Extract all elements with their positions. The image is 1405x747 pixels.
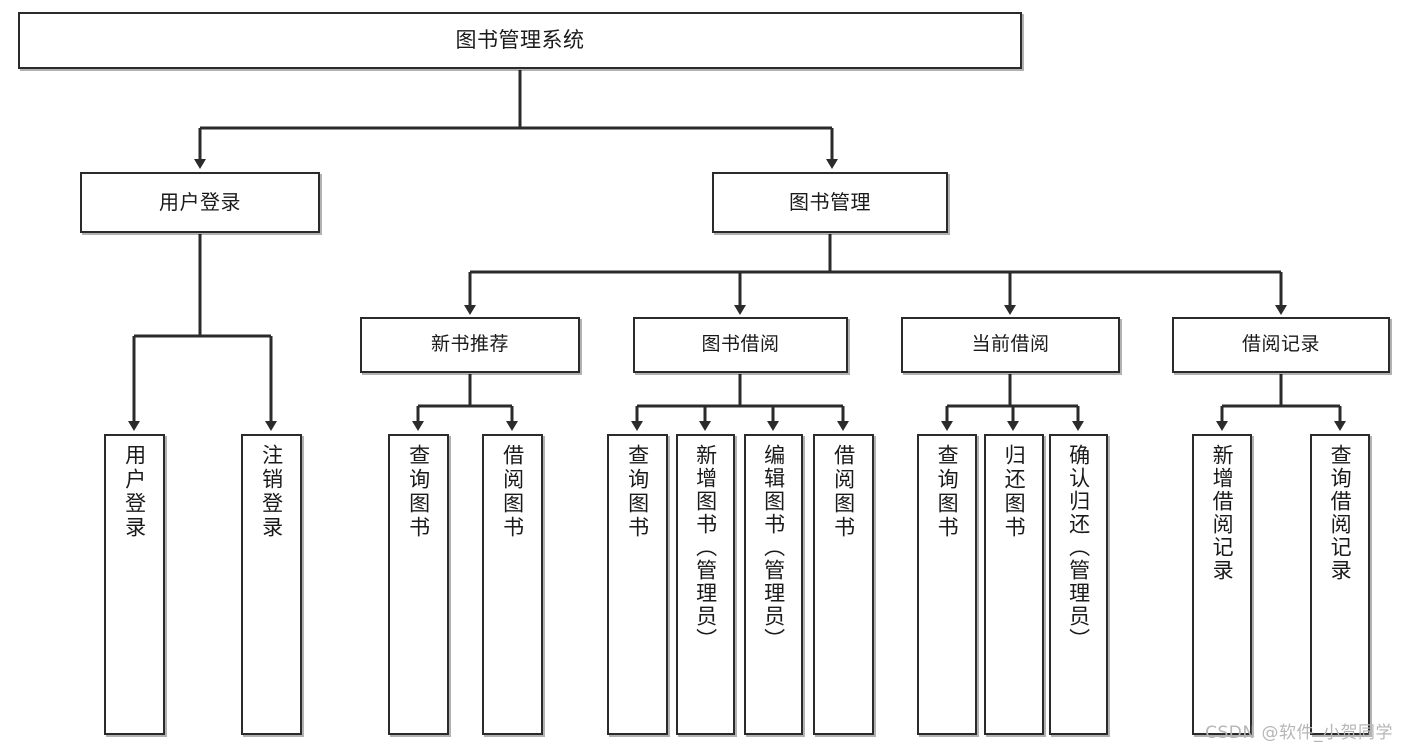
- node-label: 编辑图书（管理员）: [761, 444, 786, 651]
- node-label: 查询借阅记录: [1328, 444, 1353, 582]
- leaf-return-book[interactable]: 归还图书: [984, 434, 1044, 735]
- leaf-query-book-borrow[interactable]: 查询图书: [607, 434, 668, 735]
- leaf-query-borrow-record[interactable]: 查询借阅记录: [1310, 434, 1370, 735]
- node-label: 用户登录: [122, 444, 147, 540]
- leaf-query-book-current[interactable]: 查询图书: [917, 434, 977, 735]
- node-label: 图书管理: [789, 190, 871, 215]
- node-label: 用户登录: [159, 190, 241, 215]
- node-label: 当前借阅: [971, 333, 1050, 356]
- node-user-login[interactable]: 用户登录: [80, 172, 320, 233]
- leaf-query-book-recommend[interactable]: 查询图书: [388, 434, 449, 735]
- node-label: 借阅图书: [831, 444, 856, 540]
- node-book-borrow[interactable]: 图书借阅: [633, 317, 848, 373]
- node-label: 借阅记录: [1241, 333, 1320, 356]
- watermark-text: CSDN @软件_小贺同学: [1205, 723, 1393, 743]
- leaf-edit-book-admin[interactable]: 编辑图书（管理员）: [744, 434, 803, 735]
- node-book-management[interactable]: 图书管理: [712, 172, 948, 233]
- node-borrow-record[interactable]: 借阅记录: [1172, 317, 1390, 373]
- leaf-user-logout[interactable]: 注销登录: [241, 434, 302, 735]
- node-label: 注销登录: [259, 444, 284, 540]
- node-current-borrow[interactable]: 当前借阅: [901, 317, 1120, 373]
- node-label: 确认归还（管理员）: [1066, 444, 1091, 651]
- node-label: 查询图书: [406, 444, 431, 540]
- node-label: 归还图书: [1002, 444, 1027, 540]
- leaf-confirm-return-admin[interactable]: 确认归还（管理员）: [1049, 434, 1108, 735]
- node-label: 借阅图书: [500, 444, 525, 540]
- node-label: 图书管理系统: [455, 27, 585, 52]
- node-label: 新增图书（管理员）: [693, 444, 718, 651]
- leaf-borrow-book[interactable]: 借阅图书: [813, 434, 874, 735]
- node-new-book-recommend[interactable]: 新书推荐: [360, 317, 580, 373]
- leaf-add-book-admin[interactable]: 新增图书（管理员）: [676, 434, 735, 735]
- node-label: 新书推荐: [430, 333, 509, 356]
- node-root-system[interactable]: 图书管理系统: [18, 12, 1022, 69]
- node-label: 查询图书: [625, 444, 650, 540]
- leaf-borrow-book-recommend[interactable]: 借阅图书: [482, 434, 543, 735]
- leaf-add-borrow-record[interactable]: 新增借阅记录: [1192, 434, 1252, 735]
- node-label: 图书借阅: [701, 333, 780, 356]
- node-label: 新增借阅记录: [1210, 444, 1235, 582]
- node-label: 查询图书: [935, 444, 960, 540]
- leaf-user-login[interactable]: 用户登录: [104, 434, 165, 735]
